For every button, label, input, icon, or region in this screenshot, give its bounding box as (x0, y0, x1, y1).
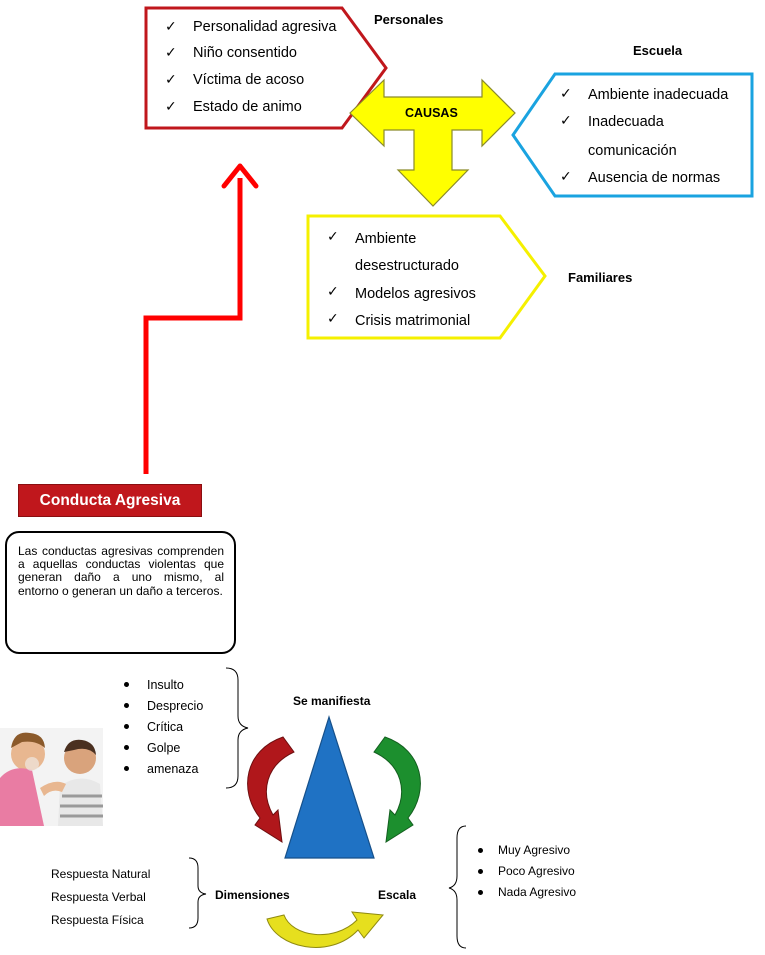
dimensiones-item: Respuesta Física (51, 913, 144, 927)
personales-item: Personalidad agresiva (193, 19, 337, 35)
bottom-curved-arrow (266, 911, 384, 948)
dimensiones-item: Respuesta Natural (51, 867, 151, 881)
manifiesta-item: Golpe (147, 741, 181, 755)
escuela-box (511, 72, 754, 198)
bullet-icon (478, 890, 483, 895)
red-connector-arrow (143, 178, 243, 474)
bullet-icon (478, 869, 483, 874)
check-icon: ✓ (165, 99, 177, 115)
right-curved-arrow (373, 736, 421, 843)
escuela-item: comunicación (588, 143, 677, 159)
bullet-icon (124, 682, 129, 687)
dimensiones-item: Respuesta Verbal (51, 890, 146, 904)
check-icon: ✓ (165, 19, 177, 35)
main-title: Conducta Agresiva (39, 491, 181, 509)
children-fighting-photo (0, 728, 103, 826)
check-icon: ✓ (165, 45, 177, 61)
check-icon: ✓ (327, 311, 339, 327)
manifiesta-item: Desprecio (147, 699, 204, 713)
dimensiones-brace (188, 857, 207, 929)
escala-item: Muy Agresivo (498, 843, 571, 857)
familiares-item: Ambiente (355, 231, 417, 247)
check-icon: ✓ (327, 229, 339, 245)
definition-text: Las conductas agresivas comprenden a aqu… (18, 544, 224, 598)
manifiesta-item: amenaza (147, 762, 199, 776)
escuela-title: Escuela (633, 43, 683, 58)
bullet-icon (478, 848, 483, 853)
escuela-item: Ausencia de normas (588, 170, 721, 186)
familiares-item: Crisis matrimonial (355, 313, 471, 329)
dimensiones-label: Dimensiones (215, 888, 290, 902)
bullet-icon (124, 766, 129, 771)
check-icon: ✓ (560, 86, 572, 102)
left-curved-arrow (247, 736, 295, 843)
personales-box (144, 6, 388, 130)
escuela-item: Inadecuada (588, 114, 664, 130)
familiares-item: Modelos agresivos (355, 286, 476, 302)
bullet-icon (124, 745, 129, 750)
manifiesta-item: Insulto (147, 678, 184, 692)
familiares-box (306, 214, 547, 340)
bullet-icon (124, 724, 129, 729)
personales-item: Niño consentido (193, 45, 297, 61)
personales-title: Personales (374, 12, 444, 27)
escala-item: Nada Agresivo (498, 885, 577, 899)
check-icon: ✓ (165, 72, 177, 88)
manifiesta-brace (225, 667, 249, 789)
escala-item: Poco Agresivo (498, 864, 575, 878)
personales-item: Víctima de acoso (193, 72, 305, 88)
personales-item: Estado de animo (193, 99, 302, 115)
manifiesta-label: Se manifiesta (293, 694, 371, 708)
definition-box: Las conductas agresivas comprenden a aqu… (5, 531, 236, 654)
manifiesta-item: Crítica (147, 720, 184, 734)
check-icon: ✓ (560, 169, 572, 185)
check-icon: ✓ (327, 284, 339, 300)
familiares-title: Familiares (568, 270, 633, 285)
causas-arrow-shape (349, 78, 516, 207)
familiares-item: desestructurado (355, 258, 459, 274)
escuela-item: Ambiente inadecuada (588, 87, 729, 103)
center-triangle (284, 715, 375, 859)
red-arrowhead (221, 163, 259, 189)
bullet-icon (124, 703, 129, 708)
escala-label: Escala (378, 888, 417, 902)
causas-label: CAUSAS (405, 106, 458, 120)
main-title-box: Conducta Agresiva (18, 484, 202, 517)
check-icon: ✓ (560, 113, 572, 129)
escala-brace (448, 825, 467, 949)
